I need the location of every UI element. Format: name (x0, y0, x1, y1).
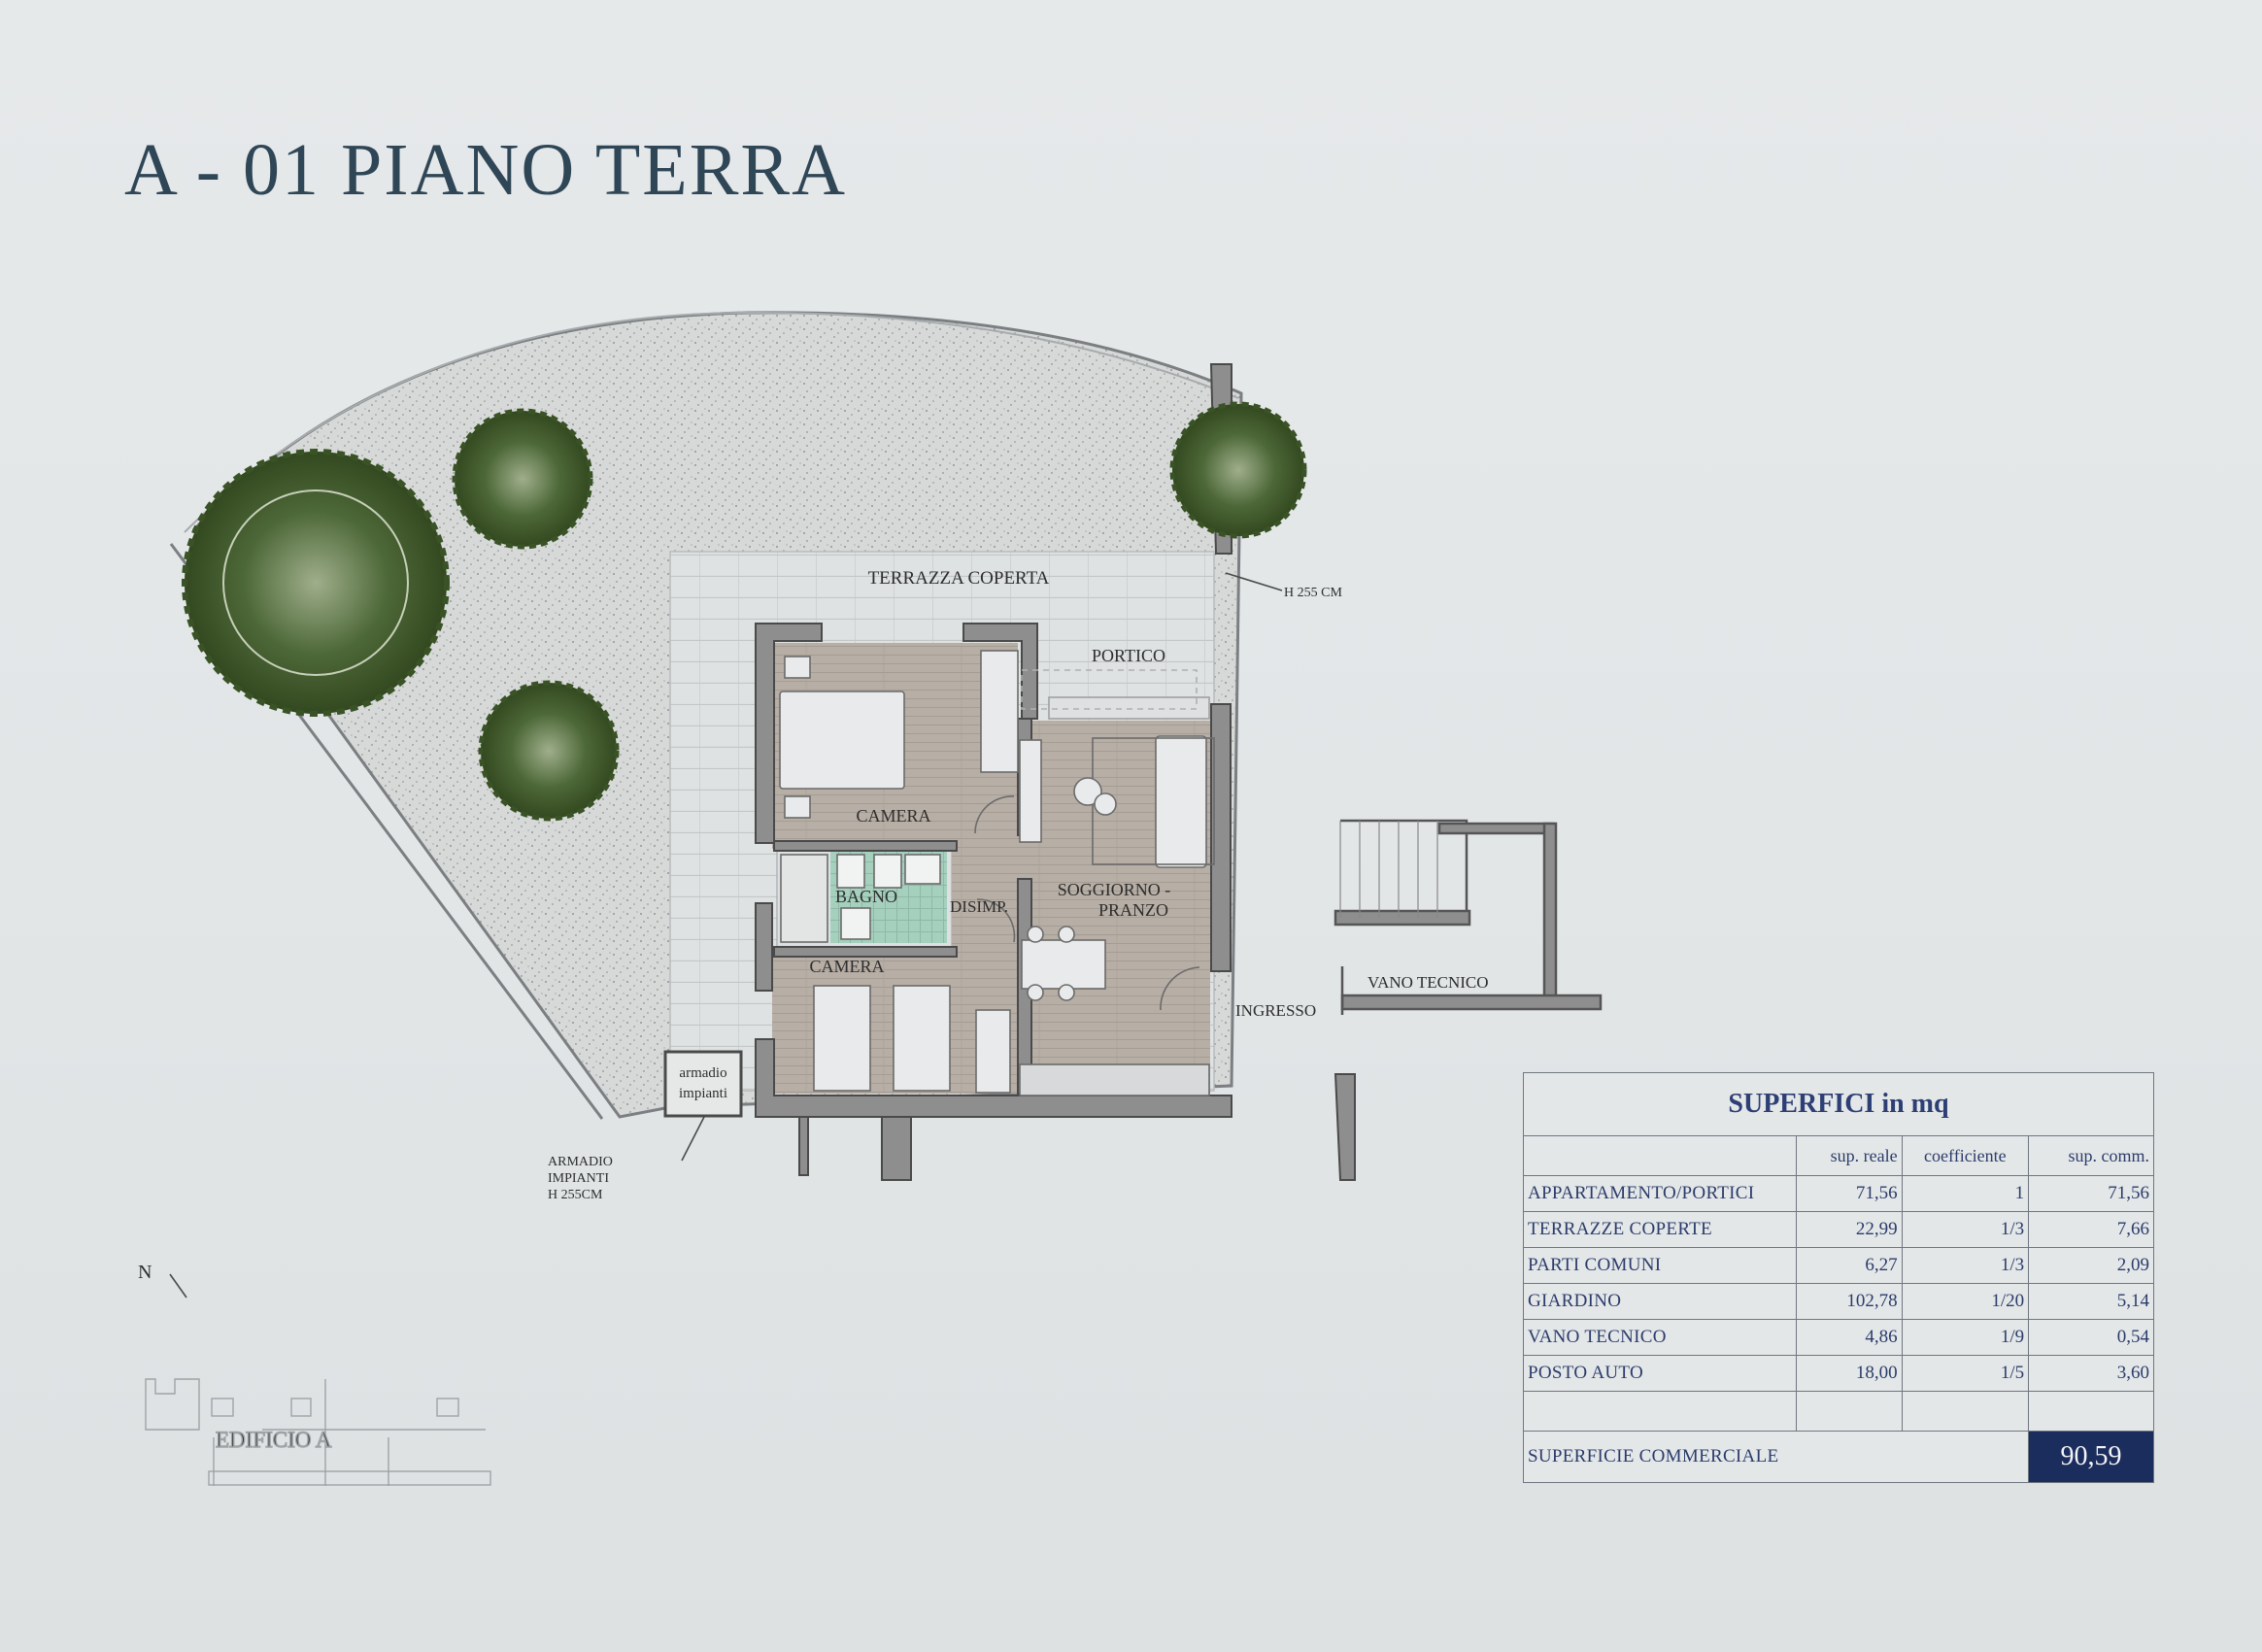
row-comm: 0,54 (2028, 1319, 2154, 1356)
leader-lines (169, 572, 1283, 1298)
tree-top (452, 408, 593, 550)
row-name: VANO TECNICO (1523, 1319, 1797, 1356)
table-row: PARTI COMUNI 6,27 1/3 2,09 (1523, 1247, 2154, 1284)
row-comm: 3,60 (2028, 1355, 2154, 1392)
table-row: VANO TECNICO 4,86 1/9 0,54 (1523, 1319, 2154, 1356)
label-disimp: DISIMP. (950, 897, 1008, 916)
label-pranzo: PRANZO (1098, 900, 1168, 920)
row-name: PARTI COMUNI (1523, 1247, 1797, 1284)
label-portico: PORTICO (1092, 646, 1165, 665)
north-arrow-label: N (138, 1262, 152, 1283)
label-ingresso: INGRESSO (1235, 1001, 1316, 1020)
header-sup-reale: sup. reale (1796, 1135, 1903, 1176)
label-armadio-box-1: armadio (679, 1065, 726, 1081)
row-reale: 6,27 (1796, 1247, 1903, 1284)
row-comm: 5,14 (2028, 1283, 2154, 1320)
table-row: TERRAZZE COPERTE 22,99 1/3 7,66 (1523, 1211, 2154, 1248)
row-coeff: 1/9 (1901, 1319, 2030, 1356)
row-name: POSTO AUTO (1523, 1355, 1797, 1392)
tree-middle (478, 680, 620, 822)
table-total-row: SUPERFICIE COMMERCIALE 90,59 (1522, 1431, 2154, 1483)
trees (182, 401, 1307, 822)
label-vano-tecnico: VANO TECNICO (1367, 973, 1489, 992)
label-armadio-note-2: IMPIANTI (548, 1171, 609, 1186)
armadio-impianti-box (663, 1050, 743, 1118)
row-coeff: 1/5 (1901, 1355, 2030, 1392)
plan-labels: TERRAZZA COPERTA H 255 CM PORTICO CAMERA… (138, 568, 1489, 1283)
row-coeff: 1/20 (1901, 1283, 2030, 1320)
label-camera-2: CAMERA (809, 957, 884, 976)
row-reale: 4,86 (1796, 1319, 1903, 1356)
edificio-label: EDIFICIO A (216, 1428, 332, 1452)
row-coeff: 1 (1901, 1175, 2030, 1212)
row-coeff: 1/3 (1901, 1247, 2030, 1284)
label-camera-1: CAMERA (856, 806, 930, 826)
label-terrazza: TERRAZZA COPERTA (868, 568, 1050, 589)
row-name: TERRAZZE COPERTE (1523, 1211, 1797, 1248)
furniture (779, 650, 1215, 1096)
row-reale: 102,78 (1796, 1283, 1903, 1320)
tree-large (182, 449, 450, 717)
key-plan: EDIFICIO A (145, 1378, 491, 1486)
table-row: POSTO AUTO 18,00 1/5 3,60 (1523, 1355, 2154, 1392)
label-bagno: BAGNO (835, 887, 897, 906)
header-empty (1523, 1135, 1797, 1176)
table-caption: SUPERFICI in mq (1523, 1072, 2154, 1136)
superfici-table: SUPERFICI in mq sup. reale coefficiente … (1522, 1072, 2154, 1483)
tree-right (1169, 401, 1307, 539)
label-armadio-note-3: H 255CM (548, 1188, 603, 1202)
label-h255: H 255 CM (1284, 586, 1342, 600)
table-row: GIARDINO 102,78 1/20 5,14 (1523, 1283, 2154, 1320)
total-value: 90,59 (2028, 1431, 2154, 1483)
page-title: A - 01 PIANO TERRA (124, 129, 847, 211)
label-armadio-box-2: impianti (679, 1086, 727, 1101)
label-soggiorno: SOGGIORNO - (1058, 880, 1171, 899)
vano-tecnico (1334, 819, 1603, 1015)
table-header-row: sup. reale coefficiente sup. comm. (1523, 1135, 2154, 1176)
total-label: SUPERFICIE COMMERCIALE (1522, 1431, 2030, 1483)
row-coeff: 1/3 (1901, 1211, 2030, 1248)
row-comm: 7,66 (2028, 1211, 2154, 1248)
row-name: GIARDINO (1523, 1283, 1797, 1320)
row-comm: 71,56 (2028, 1175, 2154, 1212)
header-coefficiente: coefficiente (1901, 1135, 2030, 1176)
label-armadio-note-1: ARMADIO (548, 1155, 613, 1169)
header-sup-comm: sup. comm. (2028, 1135, 2154, 1176)
row-reale: 18,00 (1796, 1355, 1903, 1392)
table-empty-row (1523, 1391, 2154, 1432)
row-comm: 2,09 (2028, 1247, 2154, 1284)
row-reale: 71,56 (1796, 1175, 1903, 1212)
row-reale: 22,99 (1796, 1211, 1903, 1248)
table-row: APPARTAMENTO/PORTICI 71,56 1 71,56 (1523, 1175, 2154, 1212)
row-name: APPARTAMENTO/PORTICI (1523, 1175, 1797, 1212)
